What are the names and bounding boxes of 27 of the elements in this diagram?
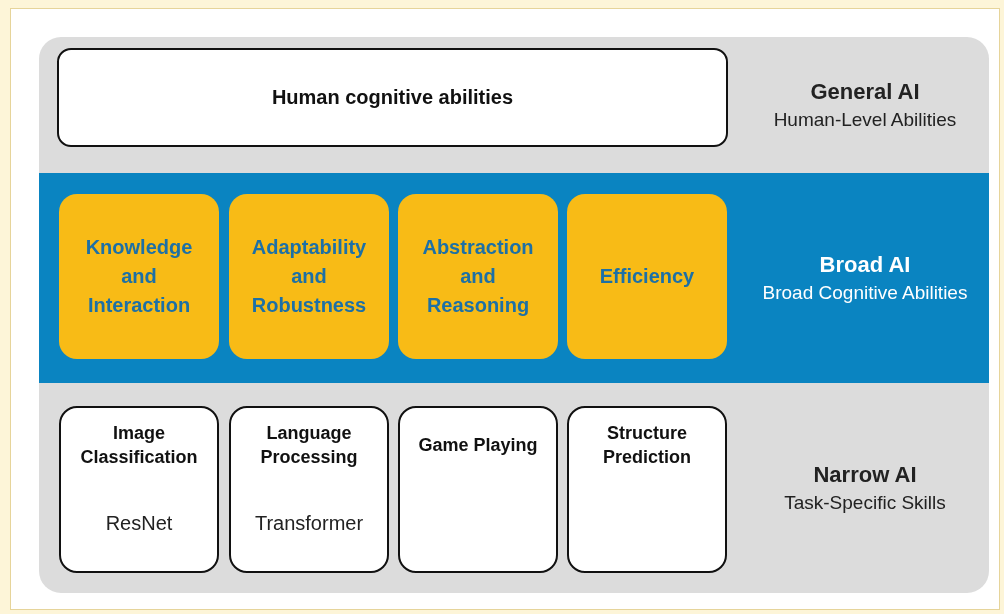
skill-box bbox=[567, 406, 727, 573]
tier-title: General AI bbox=[810, 79, 920, 105]
skill-box bbox=[59, 406, 219, 573]
tier-title: Narrow AI bbox=[813, 462, 917, 488]
ability-box bbox=[59, 194, 219, 359]
tier-subtitle: Human-Level Abilities bbox=[773, 109, 957, 131]
box-label: Human cognitive abilities bbox=[271, 86, 514, 109]
ability-box bbox=[398, 194, 558, 359]
model-name: ResNet bbox=[105, 512, 173, 535]
skill-title: Language Processing bbox=[259, 422, 359, 469]
ability-box bbox=[57, 48, 728, 147]
model-name: Transformer bbox=[254, 512, 364, 535]
box-label: Knowledge and Interaction bbox=[84, 235, 194, 318]
tier-subtitle: Broad Cognitive Abilities bbox=[762, 282, 968, 304]
skill-title: Game Playing bbox=[418, 434, 538, 457]
skill-title: Structure Prediction bbox=[602, 422, 692, 469]
skill-box bbox=[229, 406, 389, 573]
skill-box bbox=[398, 406, 558, 573]
ability-box bbox=[567, 194, 727, 359]
box-label: Efficiency bbox=[599, 264, 695, 289]
ability-box bbox=[229, 194, 389, 359]
tier-title: Broad AI bbox=[819, 252, 911, 278]
tier-band bbox=[39, 173, 989, 383]
tier-subtitle: Task-Specific Skills bbox=[784, 492, 946, 514]
skill-title: Image Classification bbox=[79, 422, 199, 469]
box-label: Adaptability and Robustness bbox=[250, 235, 368, 318]
box-label: Abstraction and Reasoning bbox=[421, 235, 535, 318]
